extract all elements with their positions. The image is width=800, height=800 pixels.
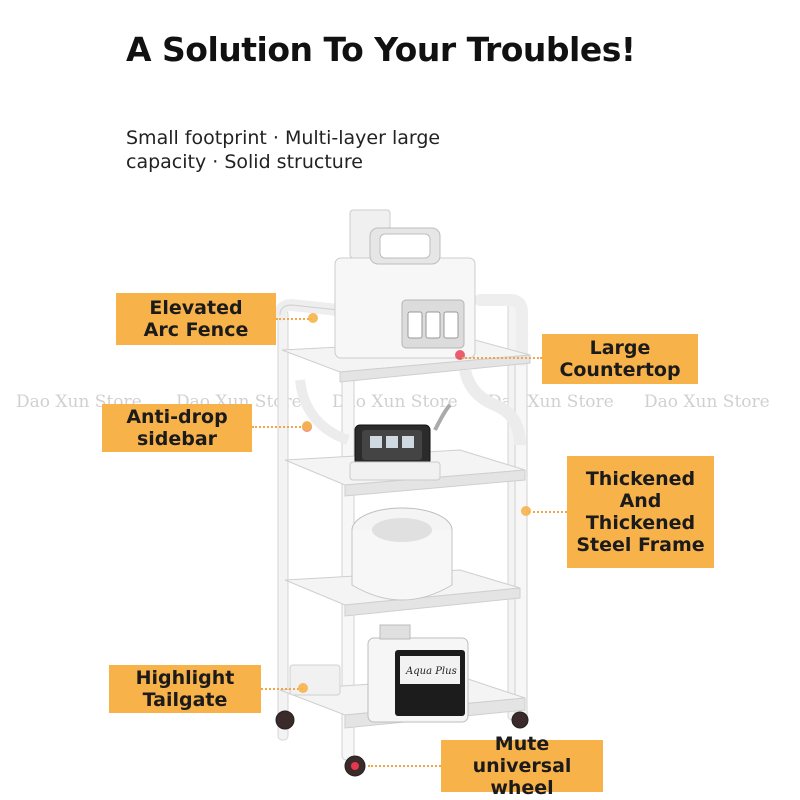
label-thickened-steel-frame: Thickened And Thickened Steel Frame xyxy=(567,456,714,568)
label-large-countertop: Large Countertop xyxy=(542,334,698,384)
leader-line xyxy=(528,511,567,513)
leader-line xyxy=(462,357,542,359)
leader-line xyxy=(252,426,308,428)
label-elevated-arc-fence: Elevated Arc Fence xyxy=(116,293,276,345)
watermark: Dao Xun Store xyxy=(644,392,770,412)
page-title: A Solution To Your Troubles! xyxy=(126,30,636,69)
page-subtitle: Small footprint · Multi-layer large capa… xyxy=(126,127,441,173)
indicator-dot xyxy=(302,421,312,431)
indicator-dot xyxy=(308,313,318,323)
leader-line xyxy=(368,765,441,767)
leader-line xyxy=(261,688,303,690)
label-anti-drop-sidebar: Anti-drop sidebar xyxy=(102,404,252,452)
leader-line xyxy=(276,318,312,320)
label-mute-universal-wheel: Mute universal wheel xyxy=(441,733,603,799)
indicator-dot xyxy=(521,506,531,516)
label-highlight-tailgate: Highlight Tailgate xyxy=(109,665,261,713)
cart-illustration: Aqua Plus xyxy=(274,209,531,777)
indicator-dot xyxy=(298,683,308,693)
watermark: Dao Xun Store xyxy=(332,392,458,412)
aqua-plus-text: Aqua Plus xyxy=(405,666,457,677)
